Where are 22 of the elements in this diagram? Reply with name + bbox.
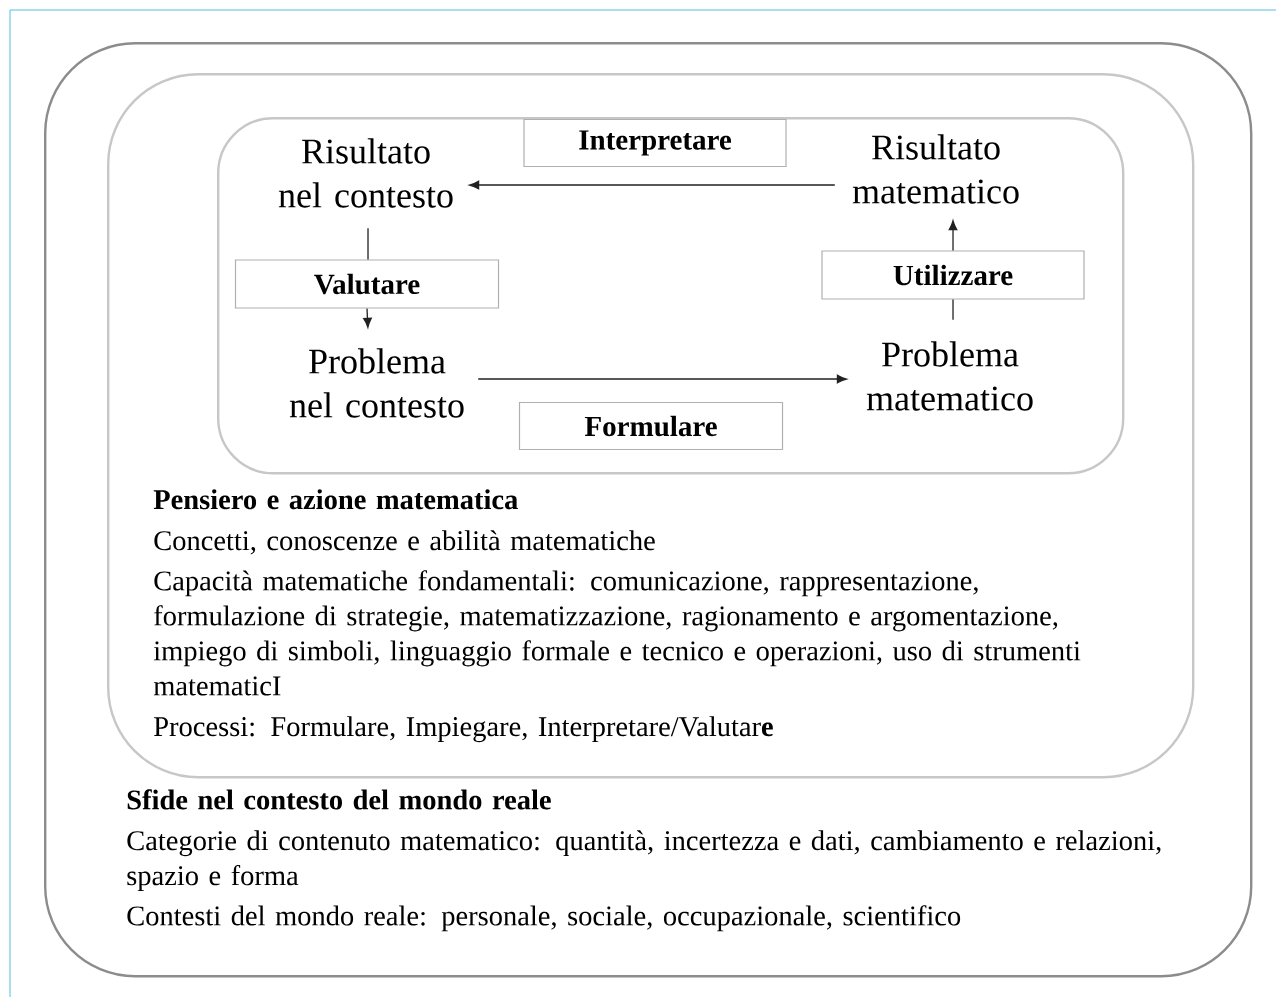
arrow xyxy=(477,374,848,384)
stage-label: Risultato matematico xyxy=(852,134,1019,204)
process-box: Valutare xyxy=(234,259,500,309)
stage-label: Problema matematico xyxy=(866,341,1033,411)
section-heading: Pensiero e azione matematica xyxy=(153,489,518,510)
arrow xyxy=(948,220,958,252)
section-heading: Sfide nel contesto del mondo reale xyxy=(127,789,551,810)
rounded-frame xyxy=(217,117,1125,475)
paragraph: Concetti, conoscenze e abilità matematiche xyxy=(154,530,655,555)
stage-label: Risultato nel contesto xyxy=(278,138,453,208)
connector-line xyxy=(952,298,954,321)
arrow xyxy=(363,307,372,328)
process-box: Formulare xyxy=(518,401,784,451)
process-box: Interpretare xyxy=(523,118,787,168)
arrow xyxy=(469,180,836,190)
paragraph: Capacità matematiche fondamentali: comunicazione, rappresentazione, formulazione di strategie, matematizzazione, ragionamento e argomentazione, impiego di simboli, linguaggio formale e tecnico e operazioni, uso di strumenti matematicI xyxy=(153,570,1081,696)
paragraph: Contesti del mondo reale: personale, sociale, occupazionale, scientifico xyxy=(127,905,961,932)
process-box: Utilizzare xyxy=(821,250,1085,300)
paragraph: Categorie di contenuto matematico: quantità, incertezza e dati, cambiamento e relazioni, spazio e forma xyxy=(127,830,1161,892)
connector-line xyxy=(367,227,369,261)
paragraph: Processi: Formulare, Impiegare, Interpretare/Valutare xyxy=(154,716,773,743)
stage-label: Problema nel contesto xyxy=(289,348,464,418)
